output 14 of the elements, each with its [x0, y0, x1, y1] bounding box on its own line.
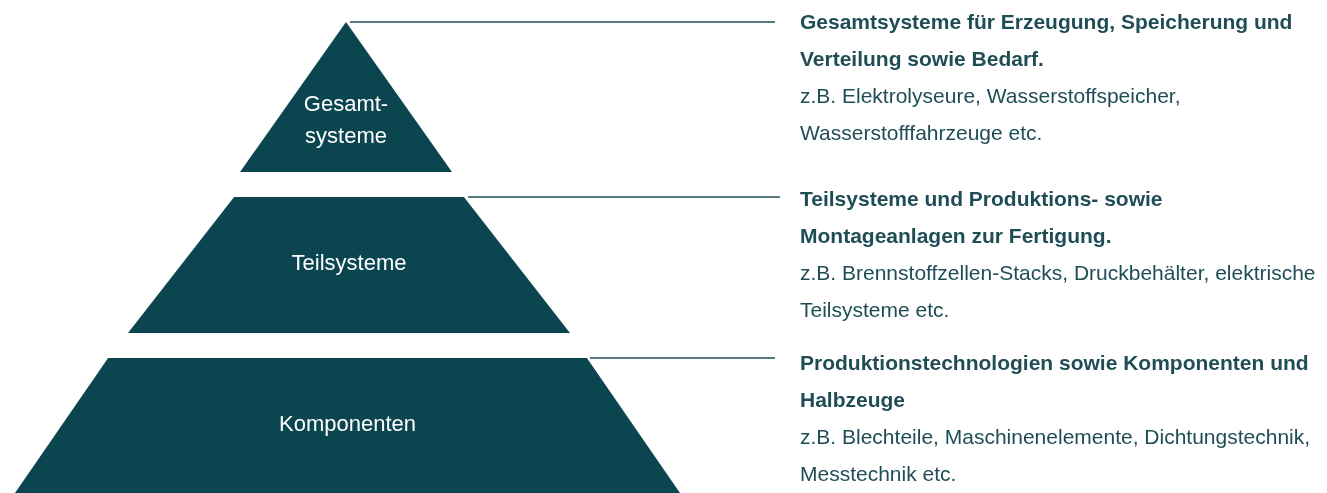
layer-label: Komponenten: [278, 410, 417, 438]
layer-label: Gesamt- systeme: [302, 90, 390, 150]
description-text: z.B. Blechteile, Maschinenelemente, Dichtungstechnik, Messtechnik etc.: [800, 424, 1312, 487]
pyramid-top-triangle: [240, 22, 452, 172]
pyramid-layer: [128, 197, 570, 333]
leader-line: [467, 196, 781, 198]
leader-line: [349, 21, 776, 23]
description-heading: Gesamtsysteme für Erzeugung, Speicherung und Verteilung sowie Bedarf.: [800, 9, 1294, 72]
description-text: z.B. Elektrolyseure, Wasserstoffspeicher, Wasserstofffahrzeuge etc.: [800, 83, 1182, 146]
layer-label: Teilsysteme: [290, 249, 408, 277]
leader-line: [589, 357, 776, 359]
description-heading: Teilsysteme und Produktions- sowie Montageanlagen zur Fertigung.: [800, 186, 1164, 249]
pyramid-layer: [15, 358, 680, 493]
description-text: z.B. Brennstoffzellen-Stacks, Druckbehälter, elektrische Teilsysteme etc.: [800, 260, 1317, 323]
